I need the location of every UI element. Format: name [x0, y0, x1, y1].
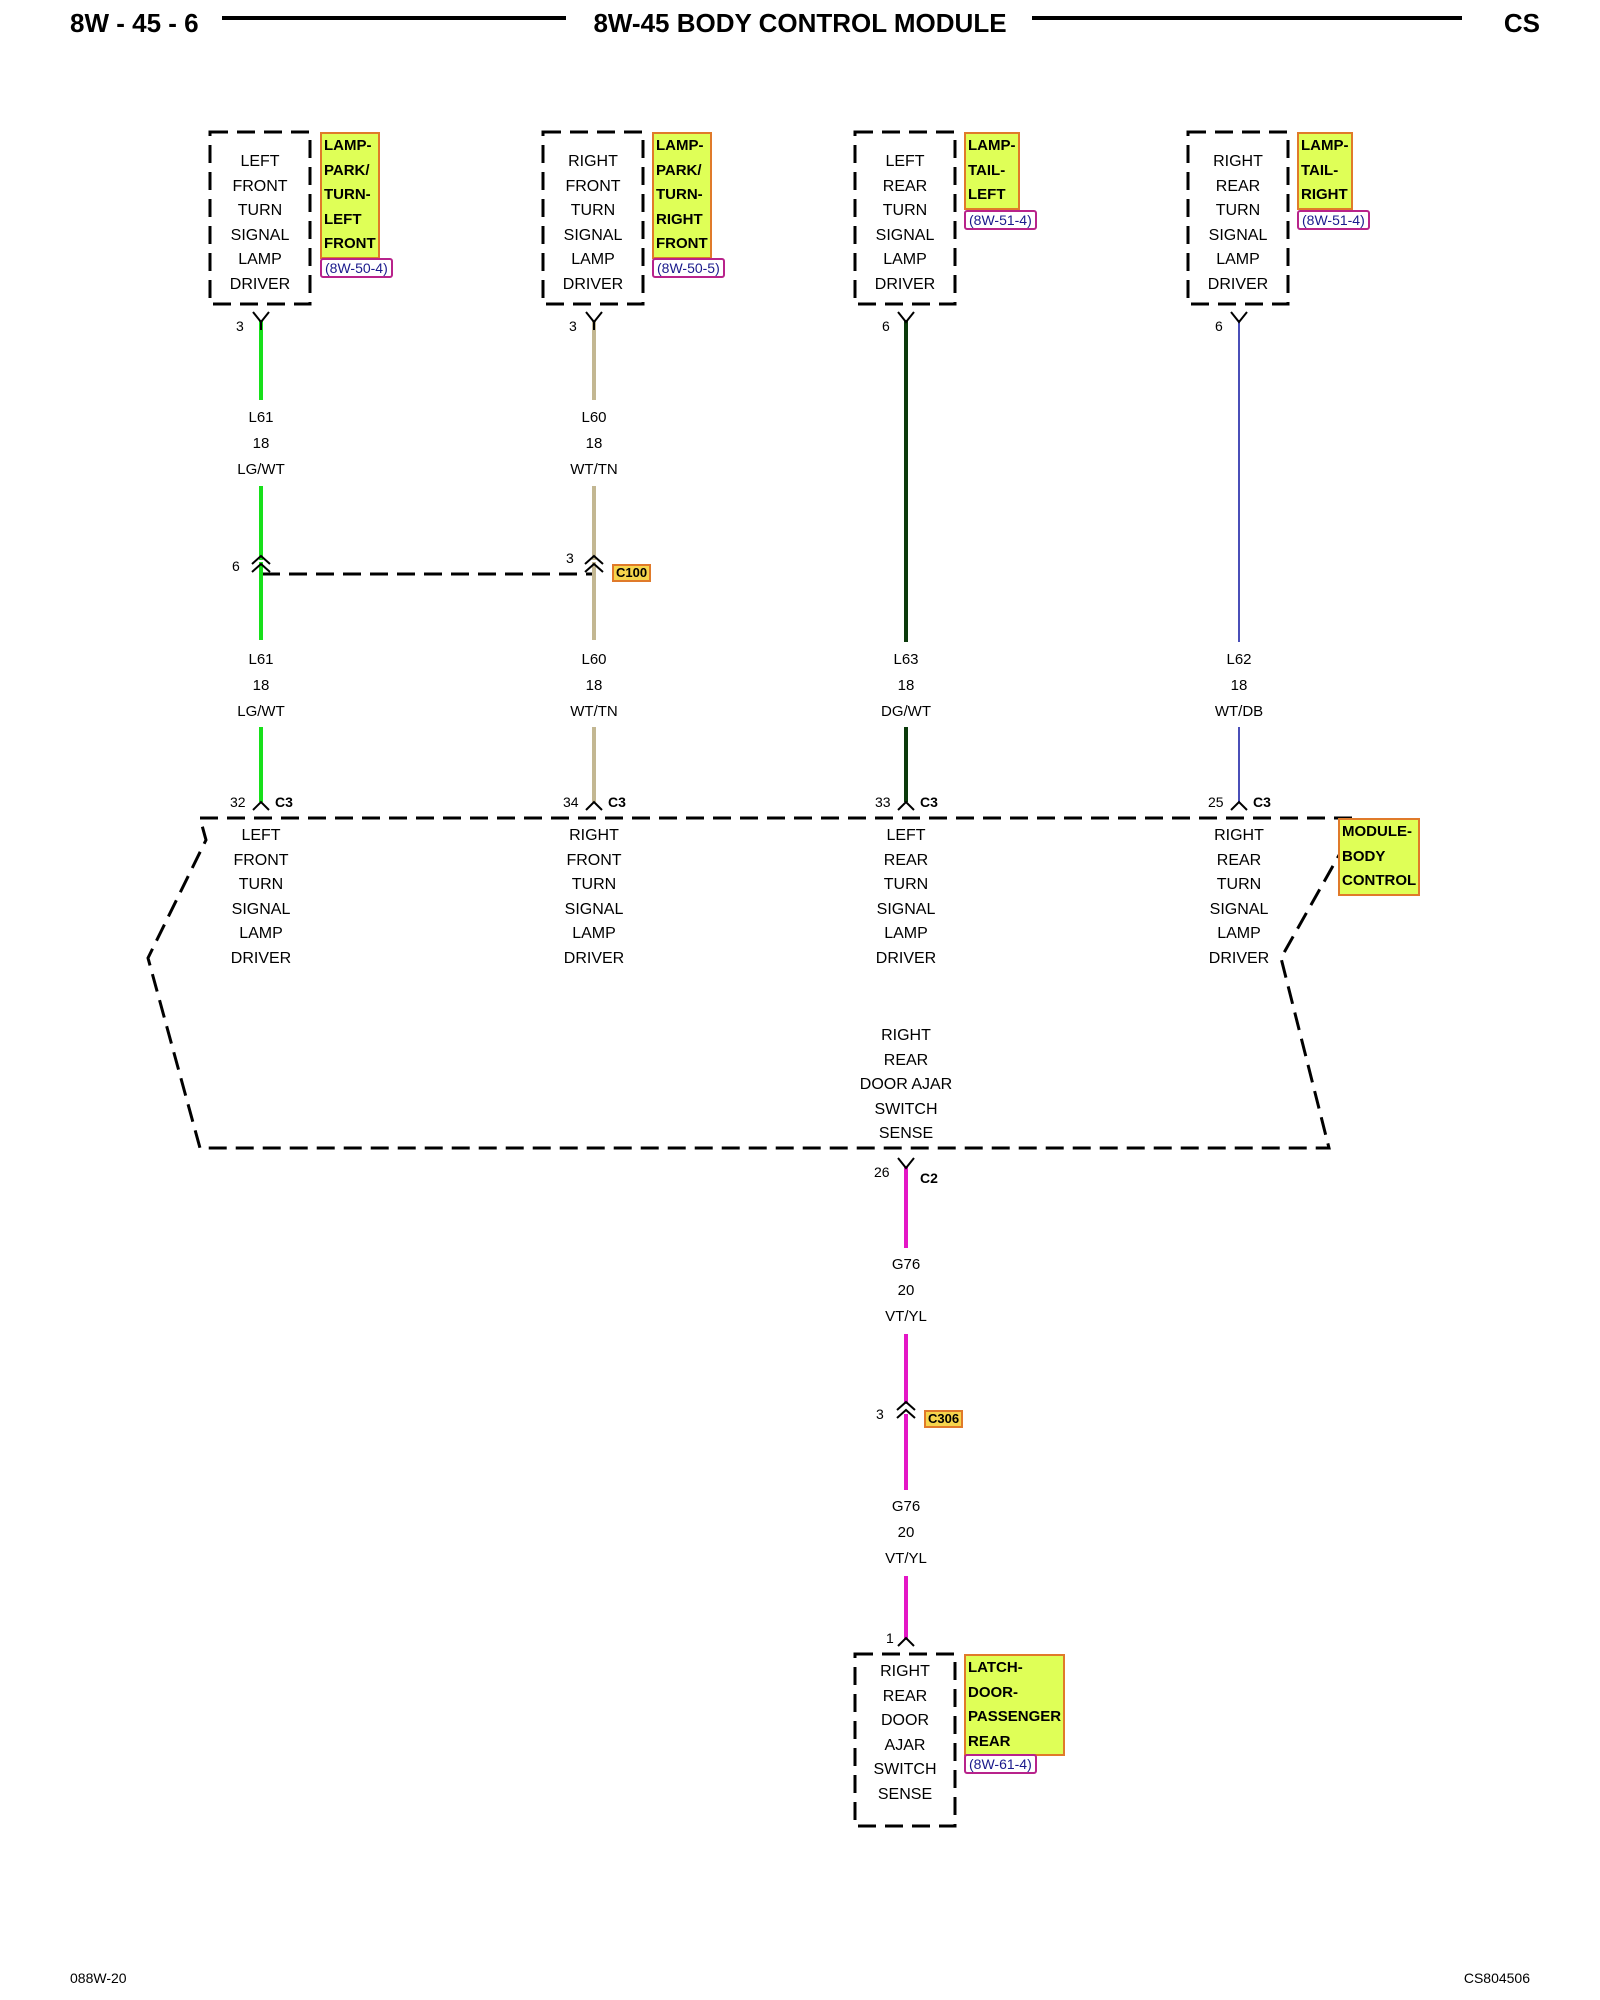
c3-marker-34: [585, 800, 603, 811]
pin-marker-rf: [585, 311, 603, 324]
component-tag-lamp-tail-left[interactable]: LAMP-TAIL-LEFT: [964, 132, 1020, 210]
c100-pin-l61: 6: [232, 558, 240, 574]
page-ref-8w-61-4[interactable]: (8W-61-4): [964, 1754, 1037, 1774]
vehicle-code: CS: [1503, 8, 1540, 38]
c3-marker-25: [1230, 800, 1248, 811]
c2-pin-26: 26: [874, 1164, 890, 1180]
c3-pin-33: 33: [875, 794, 891, 810]
c100-chevron-l60-2: [584, 562, 604, 573]
c3-marker-32: [252, 800, 270, 811]
footer-document-id: CS804506: [1463, 1970, 1530, 1986]
pin-lf: 3: [236, 318, 244, 334]
c2-marker-26: [897, 1157, 915, 1170]
page-number: 8W - 45 - 6: [70, 8, 199, 38]
latch-pin-marker: [897, 1636, 915, 1647]
pin-marker-lr: [897, 311, 915, 324]
footer-drawing-code: 088W-20: [70, 1970, 127, 1986]
c3-label-3[interactable]: C3: [920, 794, 938, 810]
connector-c100[interactable]: C100: [612, 564, 652, 582]
c3-pin-34: 34: [563, 794, 579, 810]
c2-label[interactable]: C2: [920, 1170, 938, 1186]
c306-pin: 3: [876, 1406, 884, 1422]
page-ref-8w-50-4[interactable]: (8W-50-4): [320, 258, 393, 278]
page-ref-8w-51-4-left[interactable]: (8W-51-4): [964, 210, 1037, 230]
c100-chevron-l60: [584, 554, 604, 565]
header-rule-left: [222, 16, 566, 20]
c3-label-2[interactable]: C3: [608, 794, 626, 810]
pin-rr: 6: [1215, 318, 1223, 334]
c3-label-1[interactable]: C3: [275, 794, 293, 810]
c306-chevron-2: [896, 1408, 916, 1419]
pin-lr: 6: [882, 318, 890, 334]
connector-c306[interactable]: C306: [924, 1410, 964, 1428]
c306-chevron: [896, 1400, 916, 1411]
page-ref-8w-50-5[interactable]: (8W-50-5): [652, 258, 725, 278]
pin-marker-lf: [252, 311, 270, 324]
page-title: 8W-45 BODY CONTROL MODULE: [593, 8, 1007, 38]
header-rule-right: [1032, 16, 1462, 20]
pin-rf: 3: [569, 318, 577, 334]
c3-pin-25: 25: [1208, 794, 1224, 810]
pin-marker-rr: [1230, 311, 1248, 324]
pin-latch: 1: [886, 1630, 894, 1646]
c3-label-4[interactable]: C3: [1253, 794, 1271, 810]
component-tag-lamp-tail-right[interactable]: LAMP-TAIL-RIGHT: [1297, 132, 1353, 210]
c100-pin-l60: 3: [566, 550, 574, 566]
c100-chevron-l61: [251, 554, 271, 565]
page-ref-8w-51-4-right[interactable]: (8W-51-4): [1297, 210, 1370, 230]
c3-marker-33: [897, 800, 915, 811]
c3-pin-32: 32: [230, 794, 246, 810]
c100-chevron-l61-2: [251, 562, 271, 573]
